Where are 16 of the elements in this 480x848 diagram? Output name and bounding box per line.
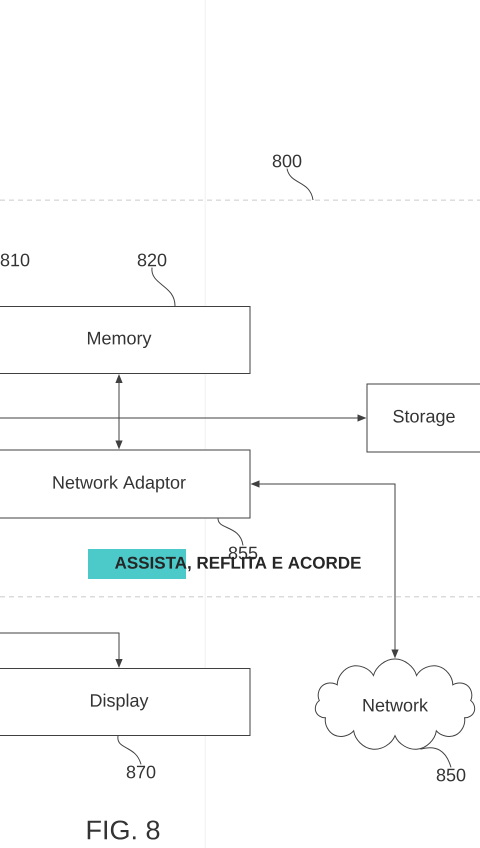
reference-numeral: 870: [126, 766, 156, 778]
leader-line: [117, 736, 142, 765]
network-cloud: Network: [314, 658, 476, 750]
leader-line: [218, 518, 244, 546]
component-box: Network Adaptor: [0, 450, 250, 518]
reference-numeral: 820: [138, 254, 166, 266]
reference-numeral: 810: [0, 254, 30, 266]
component-box: Display: [0, 668, 250, 736]
reference-numeral: 850: [436, 768, 466, 782]
leader-line: [286, 168, 314, 200]
component-box: Memory: [0, 306, 250, 374]
figure-caption: FIG. 8: [88, 820, 160, 840]
component-box: Storage: [366, 384, 480, 452]
leader-line: [420, 747, 452, 768]
leader-line: [152, 267, 176, 306]
reference-numeral: 800: [272, 154, 302, 168]
